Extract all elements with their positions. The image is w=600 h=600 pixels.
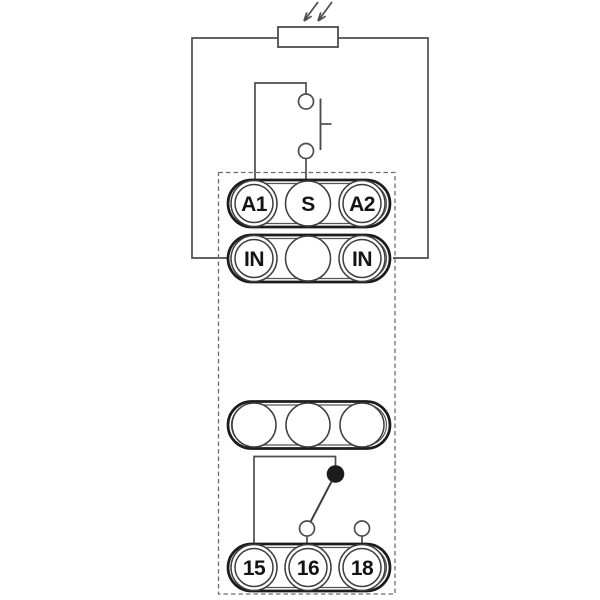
terminal-block-relay: 15 16 18 — [226, 542, 392, 593]
terminal-a2-label: A2 — [349, 193, 375, 216]
device-outline — [217, 171, 396, 595]
terminal-in-right-label: IN — [352, 248, 372, 271]
terminal-in-left-label: IN — [244, 248, 264, 271]
sensor-wire-right — [338, 37, 429, 259]
photoresistor-icon — [277, 26, 339, 48]
light-arrows-icon — [303, 1, 333, 22]
terminal-block-input: IN IN — [226, 233, 392, 284]
blank-terminal-2 — [285, 402, 331, 448]
changeover-contact-icon — [253, 455, 371, 545]
terminal-15-label: 15 — [243, 557, 266, 580]
terminal-in-right: IN — [338, 234, 386, 283]
terminal-s-label: S — [301, 193, 315, 216]
terminal-16-label: 16 — [297, 557, 319, 580]
terminal-middle-blank — [284, 235, 332, 282]
terminal-block-control: A1 S A2 — [226, 178, 392, 229]
contact-18 — [353, 520, 371, 537]
terminal-16: 16 — [284, 543, 332, 592]
contact-16 — [298, 520, 316, 537]
terminal-15: 15 — [230, 543, 278, 592]
terminal-18-label: 18 — [351, 557, 374, 580]
terminal-18: 18 — [338, 543, 386, 592]
sensor-wire-left — [191, 37, 278, 259]
terminal-a1-label: A1 — [241, 193, 268, 216]
blank-terminal-1 — [231, 402, 277, 448]
blank-terminal-3 — [339, 402, 385, 448]
terminal-a1: A1 — [230, 179, 278, 228]
contact-arm — [309, 481, 333, 523]
terminal-in-left: IN — [230, 234, 278, 283]
terminal-s: S — [284, 180, 332, 227]
push-button-icon — [254, 82, 332, 183]
terminal-a2: A2 — [338, 179, 386, 228]
contact-pivot — [326, 465, 345, 483]
terminal-block-blank — [226, 400, 392, 450]
